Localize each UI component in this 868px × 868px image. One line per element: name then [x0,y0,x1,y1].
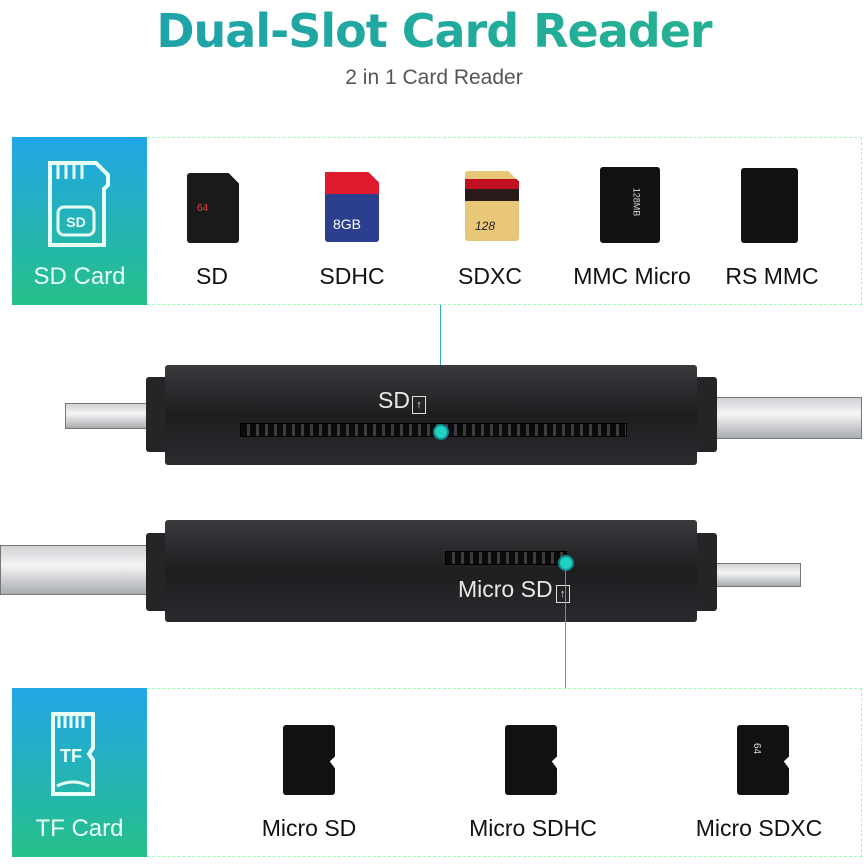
card-reader-microsd-side [165,520,697,622]
lock-icon: ↑ [411,396,426,414]
sdxc-card-image: 128 [465,171,519,241]
micro-sdhc-card-image [505,725,557,795]
microsd-slot[interactable] [445,551,567,565]
card-label: SD [196,263,228,289]
micro-sdxc-card-image: 64 [737,725,789,795]
card-face-text: 64 [751,742,763,755]
svg-text:TF: TF [60,746,82,766]
connector-line [565,570,566,688]
device-grip [695,533,717,611]
mmc-micro-card-image: 128MB [600,167,660,243]
card-face-text: 128MB [631,187,642,217]
tf-card-category: TF TF Card [12,688,147,857]
rs-mmc-card-image [741,168,798,243]
sd-slot-label: SD↑ [378,387,426,414]
card-label: SDXC [458,263,522,289]
svg-text:SD: SD [66,214,85,230]
device-grip [146,533,168,611]
microsd-slot-marker [558,555,574,571]
usb-a-plug [0,545,152,595]
card-face-text: 128 [475,219,496,233]
sd-card-icon: SD [48,161,110,247]
card-face-text: 64 [197,203,209,214]
lock-icon: ↑ [555,585,570,603]
card-label: Micro SD [261,815,357,841]
micro-sd-card-image [283,725,335,795]
card-face-text: 8GB [333,216,362,232]
card-label: RS MMC [725,263,819,289]
device-grip [146,377,168,452]
sd-card-image: 64 [187,173,239,243]
usb-c-plug [65,403,152,429]
sd-card-label: SD Card [33,263,126,290]
sd-card-category: SD SD Card [12,137,147,305]
page-title: Dual-Slot Card Reader [0,4,868,58]
card-label: Micro SDXC [695,815,823,841]
tf-card-icon: TF [51,712,95,796]
card-reader-sd-side [165,365,697,465]
card-label: SDHC [319,263,385,289]
sdhc-card-image: 8GB [325,172,379,242]
microsd-slot-label: Micro SD↑ [458,576,570,603]
tf-card-label: TF Card [35,815,124,842]
sd-slot-marker [433,424,449,440]
subtitle: 2 in 1 Card Reader [345,66,523,89]
card-label: Micro SDHC [469,815,597,841]
card-label: MMC Micro [573,263,691,289]
device-grip [695,377,717,452]
usb-c-plug [713,563,801,587]
usb-a-plug [713,397,862,439]
